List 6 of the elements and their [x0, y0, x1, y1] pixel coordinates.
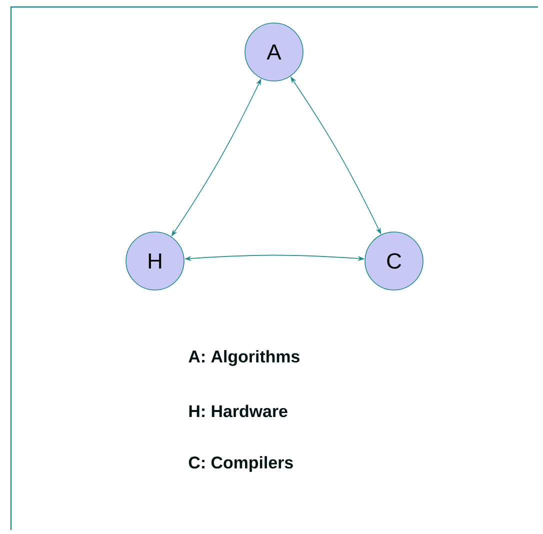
circle-node: H: [126, 232, 184, 290]
legend-text: H: Hardware: [189, 404, 288, 418]
legend-text: C: Compilers: [188, 456, 293, 472]
circle-node: A: [244, 22, 304, 82]
legend-text: A: Algorithms: [188, 350, 300, 366]
circle-node: C: [364, 232, 424, 290]
